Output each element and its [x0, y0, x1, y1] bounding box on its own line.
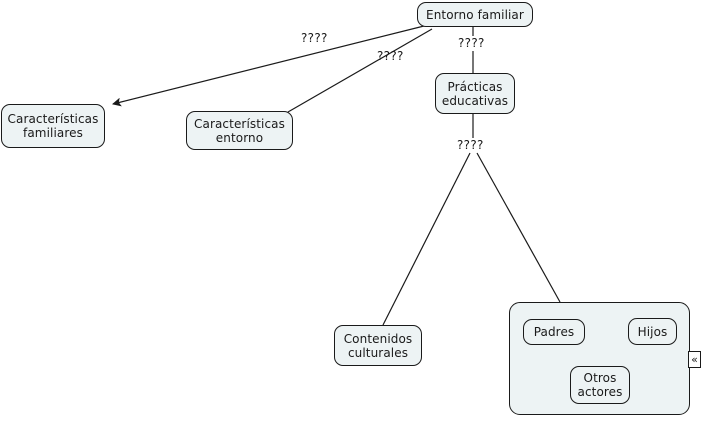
node-practicas-educativas[interactable]: Prácticas educativas [435, 73, 515, 114]
edge-label-from-practicas-educativas[interactable]: ???? [457, 138, 484, 152]
node-caracteristicas-familiares[interactable]: Características familiares [1, 104, 105, 148]
edge-practicas-to-contenidos [382, 152, 471, 326]
node-hijos[interactable]: Hijos [628, 318, 677, 345]
double-chevron-left-icon[interactable]: « [688, 351, 701, 368]
node-padres[interactable]: Padres [523, 319, 585, 345]
edge-practicas-to-actores-group [476, 152, 561, 303]
edge-entorno-to-caracteristicas-entorno [287, 28, 433, 113]
node-contenidos-culturales[interactable]: Contenidos culturales [334, 325, 422, 366]
node-entorno-familiar[interactable]: Entorno familiar [417, 2, 533, 27]
edge-entorno-to-caracteristicas-familiares [112, 25, 425, 107]
node-caracteristicas-entorno[interactable]: Características entorno [186, 111, 293, 150]
node-otros-actores[interactable]: Otros actores [570, 366, 630, 404]
edge-label-to-practicas-educativas[interactable]: ???? [458, 36, 485, 50]
edge-label-to-caracteristicas-familiares[interactable]: ???? [301, 31, 328, 45]
edge-label-to-caracteristicas-entorno[interactable]: ???? [377, 49, 404, 63]
